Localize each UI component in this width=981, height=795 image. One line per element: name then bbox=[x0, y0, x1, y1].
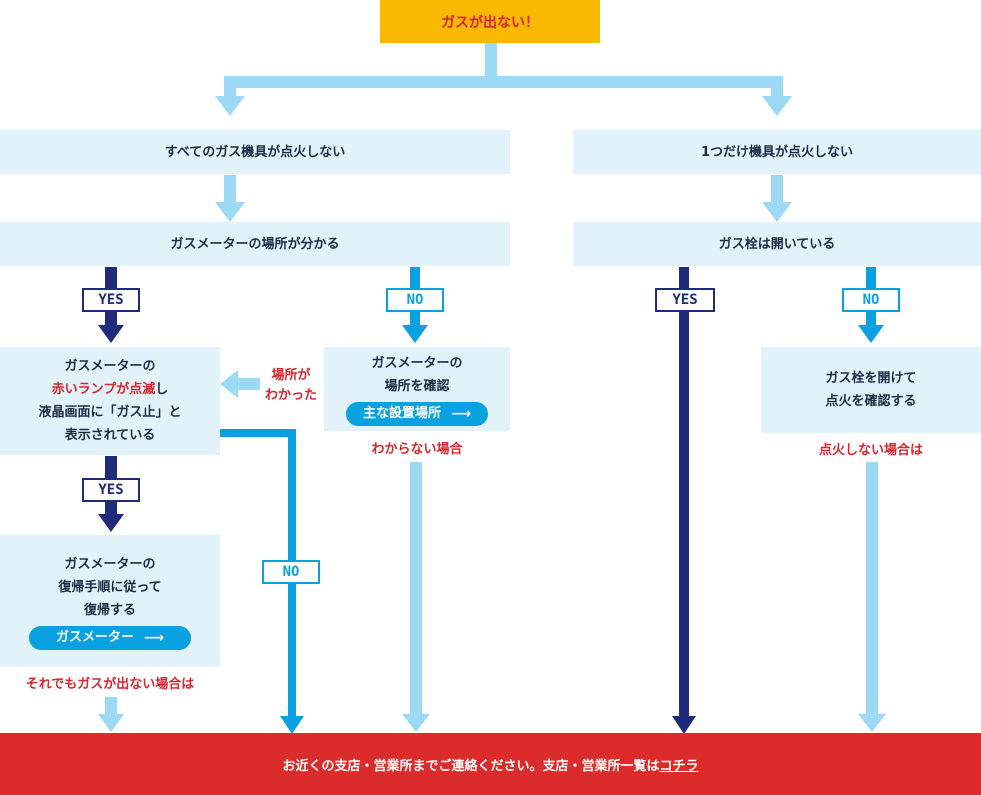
open-valve-line1: ガス栓を開けて bbox=[825, 371, 917, 386]
confirm-location-box: ガスメーターの 場所を確認 主な設置場所 ⟶ bbox=[324, 347, 510, 431]
no-label-3: NO bbox=[842, 288, 900, 312]
contact-text: お近くの支店・営業所までご連絡ください。支店・営業所一覧は bbox=[282, 758, 660, 774]
found-note: 場所が わかった bbox=[256, 366, 326, 406]
single-appliance-text: 1つだけ機具が点火しない bbox=[700, 144, 854, 160]
gas-meter-button-label: ガスメーター bbox=[55, 629, 134, 645]
found-note-line2: わかった bbox=[264, 388, 317, 403]
meter-status-line2-rest: し bbox=[155, 382, 169, 397]
meter-status-line4: 表示されている bbox=[64, 428, 156, 443]
confirm-location-line2: 場所を確認 bbox=[384, 379, 450, 394]
page-title: ガスが出ない！ bbox=[380, 0, 600, 43]
meter-reset-line2: 復帰手順に従って bbox=[58, 579, 162, 595]
meter-location-known-box: ガスメーターの場所が分かる bbox=[0, 222, 510, 266]
no-label-1: NO bbox=[386, 288, 444, 312]
install-location-button-label: 主な設置場所 bbox=[362, 406, 441, 421]
office-list-link[interactable]: コチラ bbox=[659, 758, 699, 774]
title-text: ガスが出ない！ bbox=[441, 14, 539, 31]
yes-label-3: YES bbox=[655, 288, 715, 312]
meter-status-line1: ガスメーターの bbox=[64, 359, 156, 374]
meter-location-known-text: ガスメーターの場所が分かる bbox=[170, 236, 340, 252]
gas-meter-button[interactable]: ガスメーター ⟶ bbox=[29, 625, 191, 650]
meter-status-line2: 赤いランプが点滅し bbox=[52, 378, 169, 401]
valve-open-text: ガス栓は開いている bbox=[718, 236, 836, 252]
found-note-line1: 場所が bbox=[271, 368, 311, 383]
install-location-button[interactable]: 主な設置場所 ⟶ bbox=[346, 402, 488, 426]
valve-open-box: ガス栓は開いている bbox=[573, 222, 981, 266]
still-no-gas-note: それでもガスが出ない場合は bbox=[25, 677, 195, 692]
all-appliances-box: すべてのガス機具が点火しない bbox=[0, 130, 510, 174]
all-appliances-text: すべてのガス機具が点火しない bbox=[164, 144, 346, 160]
no-label-2: NO bbox=[262, 560, 320, 584]
open-valve-box: ガス栓を開けて 点火を確認する bbox=[761, 347, 981, 433]
red-lamp-text: 赤いランプが点滅 bbox=[51, 382, 156, 397]
contact-footer: お近くの支店・営業所までご連絡ください。支店・営業所一覧はコチラ bbox=[0, 733, 981, 795]
single-appliance-box: 1つだけ機具が点火しない bbox=[573, 130, 981, 174]
meter-reset-line1: ガスメーターの bbox=[64, 556, 156, 572]
confirm-location-line1: ガスメーターの bbox=[371, 356, 463, 371]
meter-status-line3: 液晶画面に「ガス止」と bbox=[38, 405, 182, 420]
meter-reset-line3: 復帰する bbox=[83, 602, 136, 618]
arrow-right-icon: ⟶ bbox=[143, 629, 165, 646]
no-ignite-note: 点火しない場合は bbox=[818, 443, 923, 458]
meter-reset-box: ガスメーターの 復帰手順に従って 復帰する ガスメーター ⟶ bbox=[0, 535, 220, 667]
unknown-note: わからない場合 bbox=[371, 442, 463, 457]
open-valve-line2: 点火を確認する bbox=[825, 394, 917, 409]
yes-label-1: YES bbox=[82, 288, 140, 312]
meter-status-box: ガスメーターの 赤いランプが点滅し 液晶画面に「ガス止」と 表示されている bbox=[0, 347, 220, 455]
yes-label-2: YES bbox=[82, 478, 140, 502]
arrow-right-icon: ⟶ bbox=[450, 406, 472, 422]
